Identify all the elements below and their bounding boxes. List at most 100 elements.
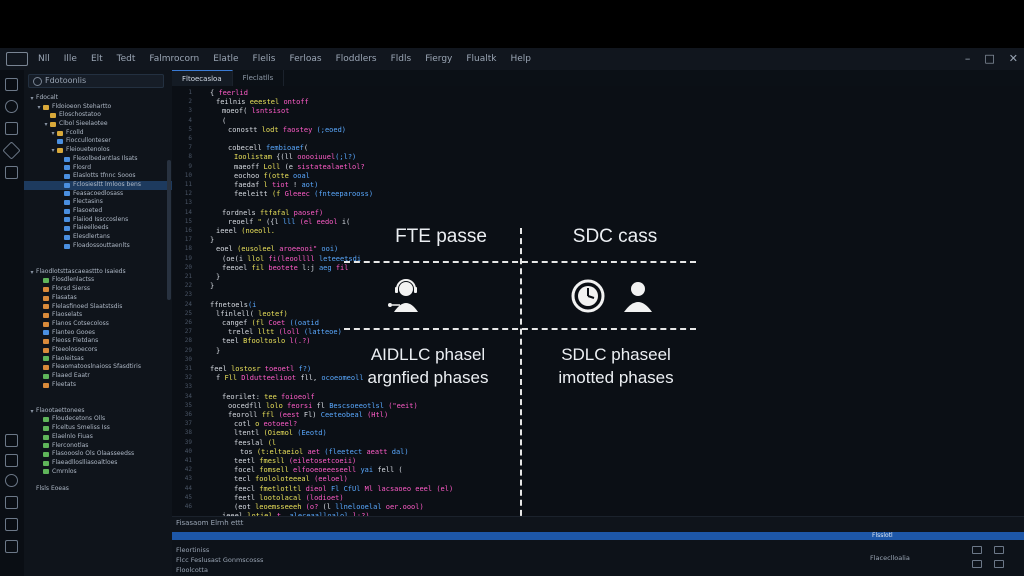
line-number: 38 bbox=[184, 429, 192, 437]
tree-item[interactable] bbox=[24, 259, 172, 268]
tree-item[interactable]: ▾Fdocalt bbox=[24, 94, 172, 103]
tree-item[interactable]: Flaaed Eaatr bbox=[24, 372, 172, 381]
code-line: cangef (fl Coet ((oatid bbox=[198, 319, 319, 328]
tree-item[interactable]: Flaieelloeds bbox=[24, 224, 172, 233]
menu-item[interactable]: Elatle bbox=[213, 54, 239, 64]
menu-item[interactable]: Falmrocorn bbox=[149, 54, 200, 64]
menu-item[interactable]: Nll bbox=[38, 54, 50, 64]
tree-item[interactable]: Flasatas bbox=[24, 294, 172, 303]
extensions-icon[interactable] bbox=[5, 166, 18, 179]
tree-item[interactable]: Feasacoedlosass bbox=[24, 190, 172, 199]
tree-item[interactable]: Flaiiod Issccoslens bbox=[24, 216, 172, 225]
tree-item[interactable]: ▾Fldoioeon Stehartto bbox=[24, 103, 172, 112]
source-control-icon[interactable] bbox=[5, 122, 18, 135]
tree-item[interactable]: ▾ Fcolld bbox=[24, 129, 172, 138]
tree-item[interactable]: Flsls Eoeas bbox=[24, 485, 172, 494]
explorer-scrollbar[interactable] bbox=[167, 160, 171, 300]
status-bar: Flsslotl bbox=[172, 532, 1024, 540]
maximize-icon[interactable]: □ bbox=[984, 52, 995, 65]
panel-icon[interactable] bbox=[5, 518, 18, 531]
tree-item[interactable] bbox=[24, 476, 172, 485]
tree-item[interactable]: Flectasins bbox=[24, 198, 172, 207]
tree-item[interactable]: Eloschostatoo bbox=[24, 111, 172, 120]
terminal-icon[interactable] bbox=[5, 454, 18, 467]
code-token: cobecell bbox=[228, 144, 266, 153]
tree-item[interactable]: Flaeadlloslliasoaltloes bbox=[24, 459, 172, 468]
tree-item[interactable] bbox=[24, 398, 172, 407]
menu-item[interactable]: Flelis bbox=[252, 54, 276, 64]
tree-item[interactable]: Fioccullonteser bbox=[24, 137, 172, 146]
maximize-panel-icon[interactable] bbox=[994, 546, 1004, 554]
chevron-down-icon[interactable]: ▾ bbox=[51, 146, 55, 154]
chevron-down-icon[interactable]: ▾ bbox=[30, 407, 34, 415]
menu-item[interactable]: Ferloas bbox=[289, 54, 322, 64]
layout-icon[interactable] bbox=[5, 496, 18, 509]
menu-item[interactable]: Tedt bbox=[116, 54, 136, 64]
tree-item[interactable]: Fleetats bbox=[24, 381, 172, 390]
left-line-1: AIDLLC phasel bbox=[370, 345, 486, 364]
tree-item[interactable]: Flesolbedantlas Ilsats bbox=[24, 155, 172, 164]
tree-item[interactable]: Flceltus Smeliss Iss bbox=[24, 424, 172, 433]
tab-second[interactable]: Fleclatlls bbox=[233, 70, 285, 86]
tree-item[interactable]: Elesdlertans bbox=[24, 233, 172, 242]
tree-item[interactable]: Flaoleitsas bbox=[24, 355, 172, 364]
menu-item[interactable]: Help bbox=[510, 54, 532, 64]
tree-item[interactable]: Flanteo Gooes bbox=[24, 329, 172, 338]
panel-toggle-icon[interactable] bbox=[972, 546, 982, 554]
menu-item[interactable]: Elt bbox=[90, 54, 103, 64]
tree-item[interactable]: Florsd Sierss bbox=[24, 285, 172, 294]
tree-item[interactable]: Fleoss Fletdans bbox=[24, 337, 172, 346]
tree-item[interactable]: Flosdlenlactss bbox=[24, 276, 172, 285]
tree-item[interactable]: Flasoooslo Ols Olaasseedss bbox=[24, 450, 172, 459]
menu-item[interactable]: Flualtk bbox=[466, 54, 497, 64]
chevron-down-icon[interactable]: ▾ bbox=[51, 129, 55, 137]
tree-item[interactable] bbox=[24, 250, 172, 259]
files-icon[interactable] bbox=[5, 78, 18, 91]
tree-item[interactable]: Flaoselats bbox=[24, 311, 172, 320]
tree-item-label: Fcolld bbox=[66, 128, 84, 136]
chevron-down-icon[interactable]: ▾ bbox=[44, 120, 48, 128]
tab-active[interactable]: Fltoecasloa bbox=[172, 70, 233, 86]
debug-icon[interactable] bbox=[2, 141, 21, 160]
tree-item[interactable]: Flosrd bbox=[24, 164, 172, 173]
explorer-search-input[interactable]: Fdotoonlis bbox=[28, 74, 164, 88]
code-token: (loll bbox=[278, 328, 304, 337]
tree-item[interactable]: Floadossouttaenlts bbox=[24, 242, 172, 251]
tree-item[interactable]: Flelasfinoed Slaatstsdis bbox=[24, 303, 172, 312]
tree-item[interactable]: Fleaomatooslnaioss Sfasdtiris bbox=[24, 363, 172, 372]
settings-icon[interactable] bbox=[5, 474, 18, 487]
close-icon[interactable]: ✕ bbox=[1008, 52, 1018, 65]
chevron-down-icon[interactable]: ▾ bbox=[30, 94, 34, 102]
split-panel-icon[interactable] bbox=[972, 560, 982, 568]
menu-item[interactable]: Floddlers bbox=[335, 54, 377, 64]
chevron-down-icon[interactable]: ▾ bbox=[30, 268, 34, 276]
tree-item[interactable]: ▾Flaootaettonees bbox=[24, 407, 172, 416]
search-icon[interactable] bbox=[5, 100, 18, 113]
minimize-icon[interactable]: – bbox=[964, 52, 971, 65]
tree-item[interactable]: Floudecetons Olls bbox=[24, 415, 172, 424]
tree-item[interactable] bbox=[24, 389, 172, 398]
tree-item[interactable]: Cmrnlos bbox=[24, 468, 172, 477]
close-panel-icon[interactable] bbox=[994, 560, 1004, 568]
gear-icon[interactable] bbox=[5, 540, 18, 553]
status-right-segment[interactable]: Flsslotl bbox=[872, 532, 893, 539]
tree-item[interactable]: Flerconotlas bbox=[24, 442, 172, 451]
bottom-panel-tab[interactable]: Fisasaom Elrnh ettt bbox=[176, 519, 244, 527]
tree-item[interactable]: Elaslotts tfnnc Sooos bbox=[24, 172, 172, 181]
tree-item[interactable]: Fteeolosoecors bbox=[24, 346, 172, 355]
menu-item[interactable]: Fiergy bbox=[425, 54, 453, 64]
tree-item[interactable]: ▾Clbol Sieelaotee bbox=[24, 120, 172, 129]
tree-item[interactable]: ▾Flaodlotsttascaeasttto Isaieds bbox=[24, 268, 172, 277]
chevron-down-icon[interactable]: ▾ bbox=[37, 103, 41, 111]
tree-item[interactable]: Fclosiesltt lmloos bens bbox=[24, 180, 172, 190]
tree-item[interactable]: Flasoeted bbox=[24, 207, 172, 216]
code-token: } bbox=[216, 346, 221, 355]
menu-item[interactable]: Fldls bbox=[390, 54, 412, 64]
account-icon[interactable] bbox=[5, 434, 18, 447]
tree-item[interactable]: ▾Fleiouetenolos bbox=[24, 146, 172, 155]
menu-item[interactable]: Ille bbox=[63, 54, 77, 64]
tree-item[interactable]: Elaelnlo Fiuas bbox=[24, 433, 172, 442]
tree-item[interactable]: Flanos Cotsecoloss bbox=[24, 320, 172, 329]
code-line: teel Bfooltoslo l(.?) bbox=[198, 337, 311, 346]
